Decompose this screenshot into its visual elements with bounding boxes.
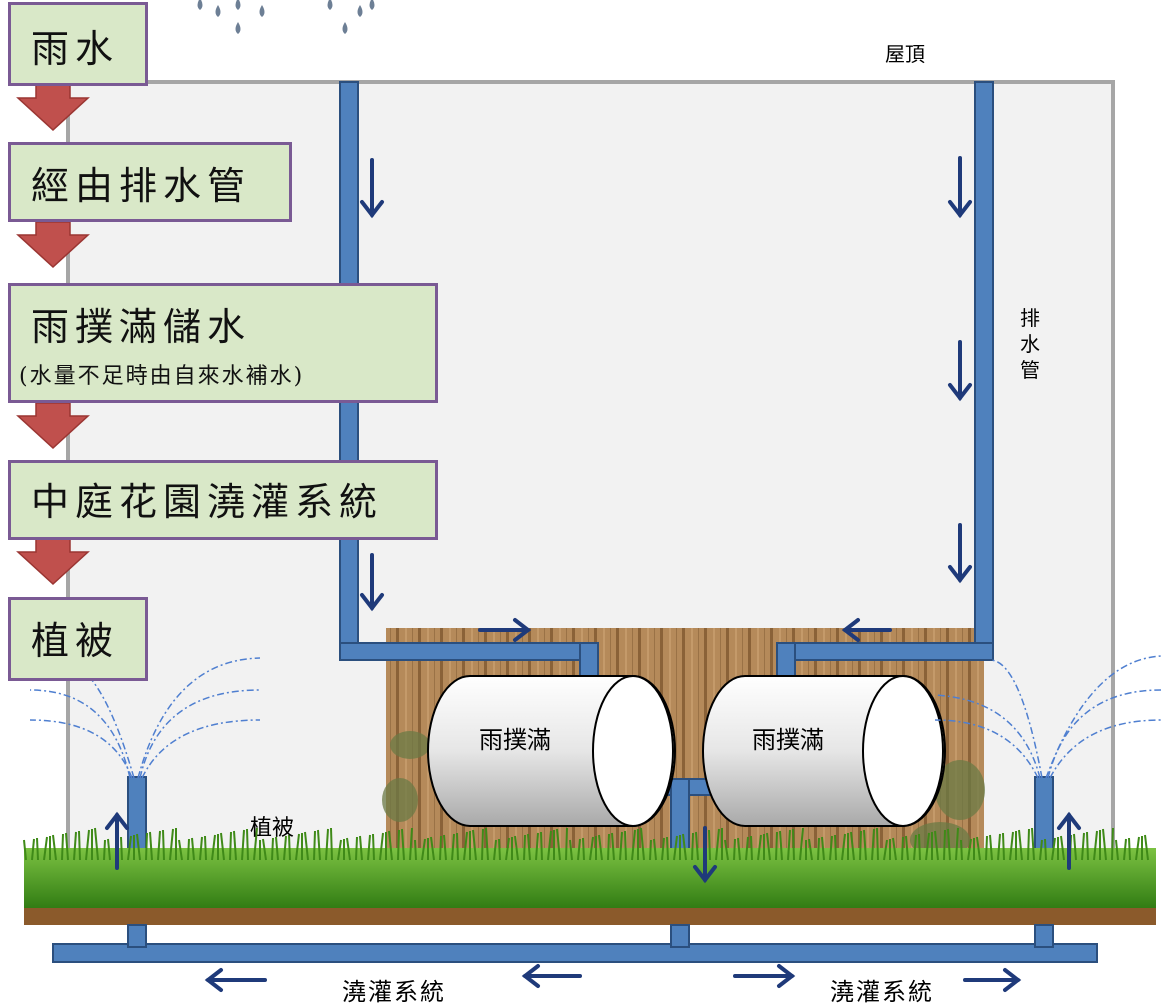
step-label: 中庭花園澆灌系統 <box>31 480 384 524</box>
arrow-left-icon <box>841 618 892 642</box>
step-box-drain: 經由排水管 <box>8 142 292 222</box>
irrigation-left-label: 澆灌系統 <box>342 978 446 1006</box>
arrow-down-icon <box>360 553 384 612</box>
arrow-right-icon <box>733 964 796 988</box>
arrow-up-icon <box>1057 811 1081 870</box>
arrow-down-icon <box>948 523 972 584</box>
arrow-down-icon <box>948 156 972 219</box>
raindrops-icon <box>197 0 375 34</box>
arrow-down-icon <box>693 826 717 884</box>
step-label: 雨撲滿儲水 <box>31 305 252 349</box>
arrow-up-icon <box>105 811 129 870</box>
step-label: 植被 <box>31 619 120 663</box>
step-note: (水量不足時由自來水補水) <box>19 364 305 389</box>
step-box-storage: 雨撲滿儲水 (水量不足時由自來水補水) <box>8 283 438 403</box>
drain-pipe-label: 排水管 <box>1020 306 1040 382</box>
step-box-rain: 雨水 <box>8 2 148 86</box>
step-label: 經由排水管 <box>31 164 252 208</box>
step-label: 雨水 <box>31 27 120 71</box>
arrow-right-icon <box>963 968 1022 992</box>
tank-left <box>427 675 676 827</box>
roof-label: 屋頂 <box>885 42 925 66</box>
tank-right <box>702 675 946 827</box>
sprinkler-spray-right <box>934 655 1161 779</box>
soil-layer <box>24 908 1156 925</box>
irrigation-risers <box>127 924 1054 948</box>
step-box-irrigation: 中庭花園澆灌系統 <box>8 460 438 540</box>
step-arrows <box>16 84 90 586</box>
flow-arrows <box>105 156 1081 992</box>
grass-blades <box>23 827 1149 861</box>
irrigation-right-label: 澆灌系統 <box>830 978 934 1006</box>
arrow-down-icon <box>948 340 972 402</box>
arrow-left-icon <box>204 968 267 992</box>
arrow-left-icon <box>521 964 582 988</box>
vegetation-label: 植被 <box>250 816 294 841</box>
tank-right-label: 雨撲滿 <box>752 726 824 754</box>
arrow-right-icon <box>478 618 532 642</box>
tank-left-label: 雨撲滿 <box>479 726 551 754</box>
step-box-vegetation: 植被 <box>8 597 148 681</box>
arrow-down-icon <box>360 158 384 219</box>
